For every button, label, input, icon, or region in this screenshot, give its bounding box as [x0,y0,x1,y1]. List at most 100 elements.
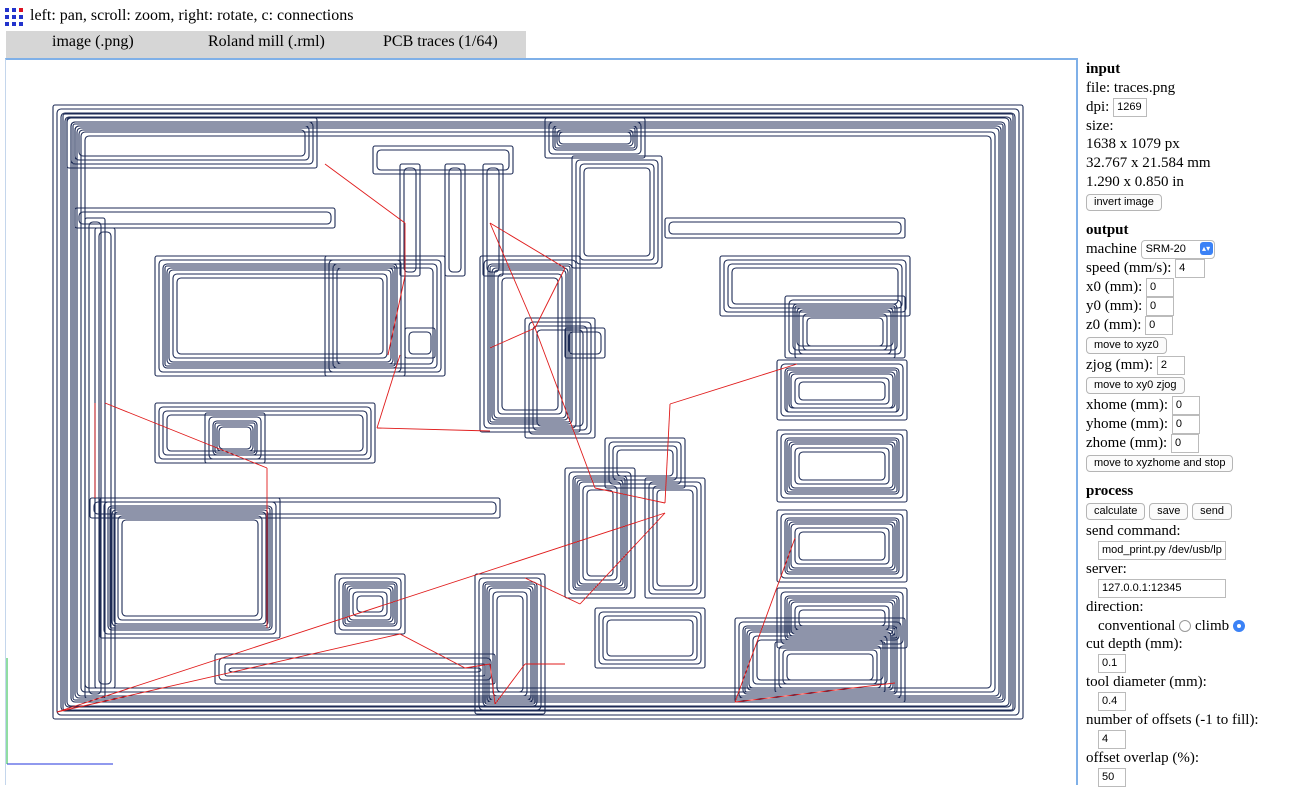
zhome-field[interactable]: 0 [1170,434,1199,454]
calculate-button[interactable]: calculate [1086,503,1146,520]
toolpath-segment [594,607,706,669]
toolpath-segment [780,433,904,499]
toolpath-segment [99,497,281,639]
toolpath-canvas-frame[interactable] [5,58,1078,785]
toolpath-segment [798,381,886,401]
move-to-xyz0-button[interactable]: move to xyz0 [1086,336,1167,354]
toolpath-segment [727,263,903,309]
y0-field[interactable]: 0 [1146,296,1174,316]
climb-label: climb [1194,617,1230,634]
yhome-field[interactable]: 0 [1171,415,1200,435]
toolpath-segment [489,265,571,423]
server-field[interactable]: 127.0.0.1:12345 [1098,578,1226,598]
xhome-field[interactable]: 0 [1171,396,1200,416]
toolpath-segment [154,255,406,377]
toolpath-segment [612,445,678,481]
toolpath-segment [794,305,896,359]
toolpath-segment [482,581,538,707]
send-command-field[interactable]: mod_print.py /dev/usb/lp [1098,540,1226,560]
toolpath-segment [784,517,900,575]
toolpath-segment [486,585,534,703]
connection-link [376,427,491,432]
connection-link [534,327,596,489]
toolpath-segment [798,309,892,355]
toolpath-segment [568,331,602,355]
offsets-field[interactable]: 4 [1098,729,1126,749]
tab-image-png[interactable]: image (.png) [52,33,134,50]
toolpath-segment [497,273,563,415]
toolpath-segment [616,449,674,477]
toolpath-segment [586,489,614,577]
toolpath-segment [98,231,112,685]
cut-depth-label: cut depth (mm): [1086,636,1183,653]
overlap-field[interactable]: 50 [1098,767,1126,787]
overlap-label: offset overlap (%): [1086,749,1200,766]
save-button[interactable]: save [1149,503,1189,520]
toolpath-segment [166,267,394,365]
toolpath-segment [218,657,492,681]
dpi-field[interactable]: 1269 [1113,97,1148,117]
toolpath-segment [788,521,896,571]
toolpath-segment [74,125,310,161]
z0-field[interactable]: 0 [1145,315,1174,335]
x0-field[interactable]: 0 [1146,277,1174,297]
climb-radio[interactable] [1232,620,1245,633]
invert-image-button[interactable]: invert image [1086,193,1162,211]
conventional-radio[interactable] [1179,620,1192,633]
speed-label: speed (mm/s): [1086,259,1172,276]
toolpath-segment [212,420,258,456]
move-to-xy0-zjog-button[interactable]: move to xy0 zjog [1086,377,1185,395]
toolpath-segment [578,481,622,585]
toolpath-segment [356,595,384,613]
toolpath-segment [164,265,396,367]
connection-link [324,163,406,224]
toolpath-segment [109,507,271,629]
connection-link [489,222,536,329]
toolpath-segment [792,303,898,351]
tab-roland-mill-rml[interactable]: Roland mill (.rml) [208,33,325,50]
send-button[interactable]: send [1192,503,1233,520]
xhome-label: xhome (mm): [1086,397,1169,414]
toolpath-segment [478,577,542,711]
toolpath-segment [608,441,682,485]
zjog-label: zjog (mm): [1086,356,1154,373]
toolpath-segment [752,635,888,685]
connection-link [464,663,491,669]
move-to-xyzhome-button[interactable]: move to xyzhome and stop [1086,455,1234,473]
toolpath-segment [403,167,417,273]
toolpath-segment [496,595,524,693]
grid-logo-icon [5,8,23,26]
toolpath-segment [324,255,446,377]
toolpath-segment [103,501,277,635]
speed-field[interactable]: 4 [1175,258,1206,278]
yhome-label: yhome (mm): [1086,416,1169,433]
toolpath-segment [336,267,434,365]
toolpath-segment [780,363,904,417]
toolpath-segment [734,617,906,703]
machine-select[interactable]: SRM-20▴▾ [1140,239,1215,259]
toolpath-segment [216,424,254,452]
conventional-label: conventional [1098,617,1176,634]
offsets-label: number of offsets (-1 to fill): [1086,712,1259,729]
toolpath-segment [162,410,368,456]
toolpath-segment [776,429,908,503]
cut-depth-field[interactable]: 0.1 [1098,654,1126,674]
tab-pcb-traces[interactable]: PCB traces (1/64) [383,33,498,50]
toolpath-canvas[interactable] [5,58,1078,785]
connection-link [489,663,496,705]
chevron-updown-icon: ▴▾ [1199,241,1213,255]
connection-link [579,512,666,605]
send-command-label: send command: [1086,523,1181,539]
zjog-field[interactable]: 2 [1156,356,1185,376]
toolpath-segment [668,221,902,235]
toolpath-segment [88,221,102,695]
tool-diameter-field[interactable]: 0.4 [1098,692,1126,712]
toolpath-segment [564,467,636,599]
toolpath-segment [544,117,646,159]
toolpath-segment [556,129,634,147]
y0-label: y0 (mm): [1086,297,1143,314]
connection-link [669,363,798,405]
toolpath-segment [784,437,900,495]
top-bar: left: pan, scroll: zoom, right: rotate, … [0,0,1060,34]
toolpath-segment [652,485,698,591]
